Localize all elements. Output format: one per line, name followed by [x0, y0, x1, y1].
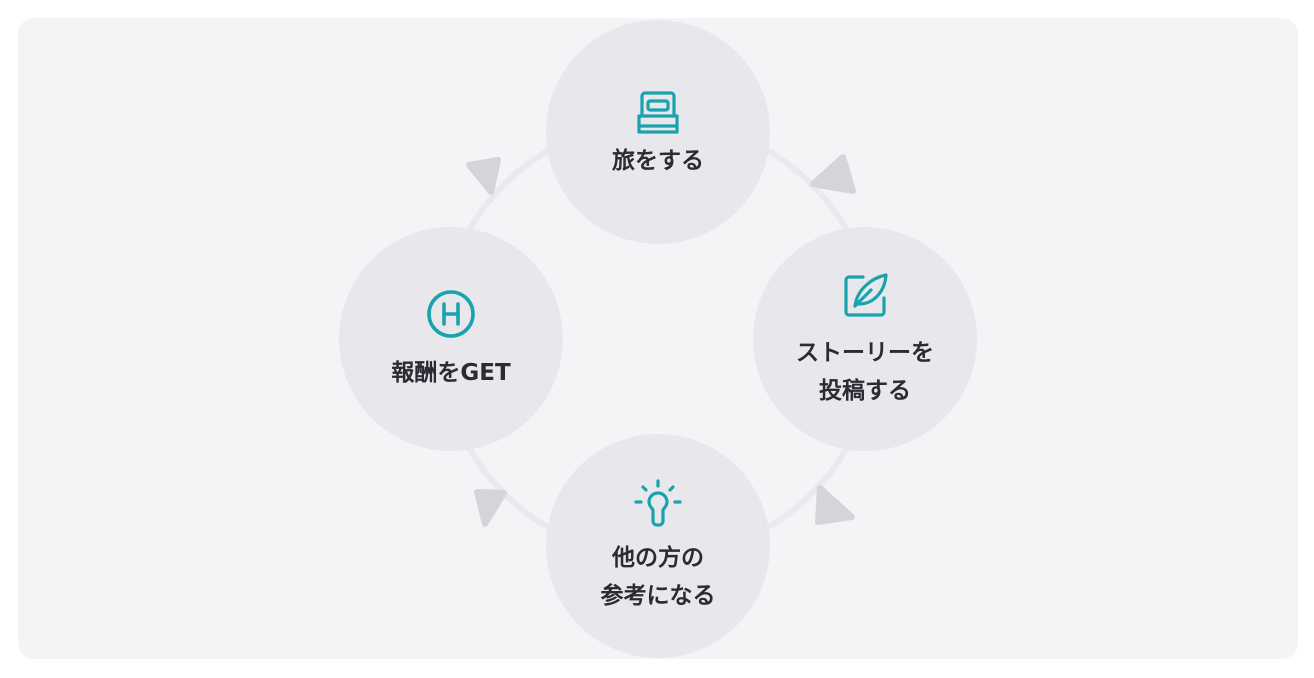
- step-label: 旅をする: [612, 148, 704, 174]
- step-post-story: ストーリーを 投稿する: [753, 227, 977, 451]
- step-label-line1: 他の方の: [612, 545, 704, 571]
- step-get-reward: 報酬をGET: [339, 227, 563, 451]
- step-travel: 旅をする: [546, 20, 770, 244]
- arrow-left-to-top: [466, 157, 501, 195]
- step-label-line2: 投稿する: [819, 378, 911, 404]
- step-help-others: 他の方の 参考になる: [546, 434, 770, 658]
- arrow-top-to-right: [810, 154, 856, 194]
- step-label: 報酬をGET: [391, 360, 511, 386]
- h-coin-icon: [423, 286, 479, 342]
- bed-icon: [630, 84, 686, 140]
- arrow-bottom-to-left: [474, 489, 507, 527]
- step-label-line2: 参考になる: [600, 583, 716, 609]
- edit-leaf-icon: [837, 268, 893, 324]
- step-label-line1: ストーリーを: [796, 340, 934, 366]
- lightbulb-icon: [630, 477, 686, 533]
- arrow-right-to-bottom: [815, 485, 855, 525]
